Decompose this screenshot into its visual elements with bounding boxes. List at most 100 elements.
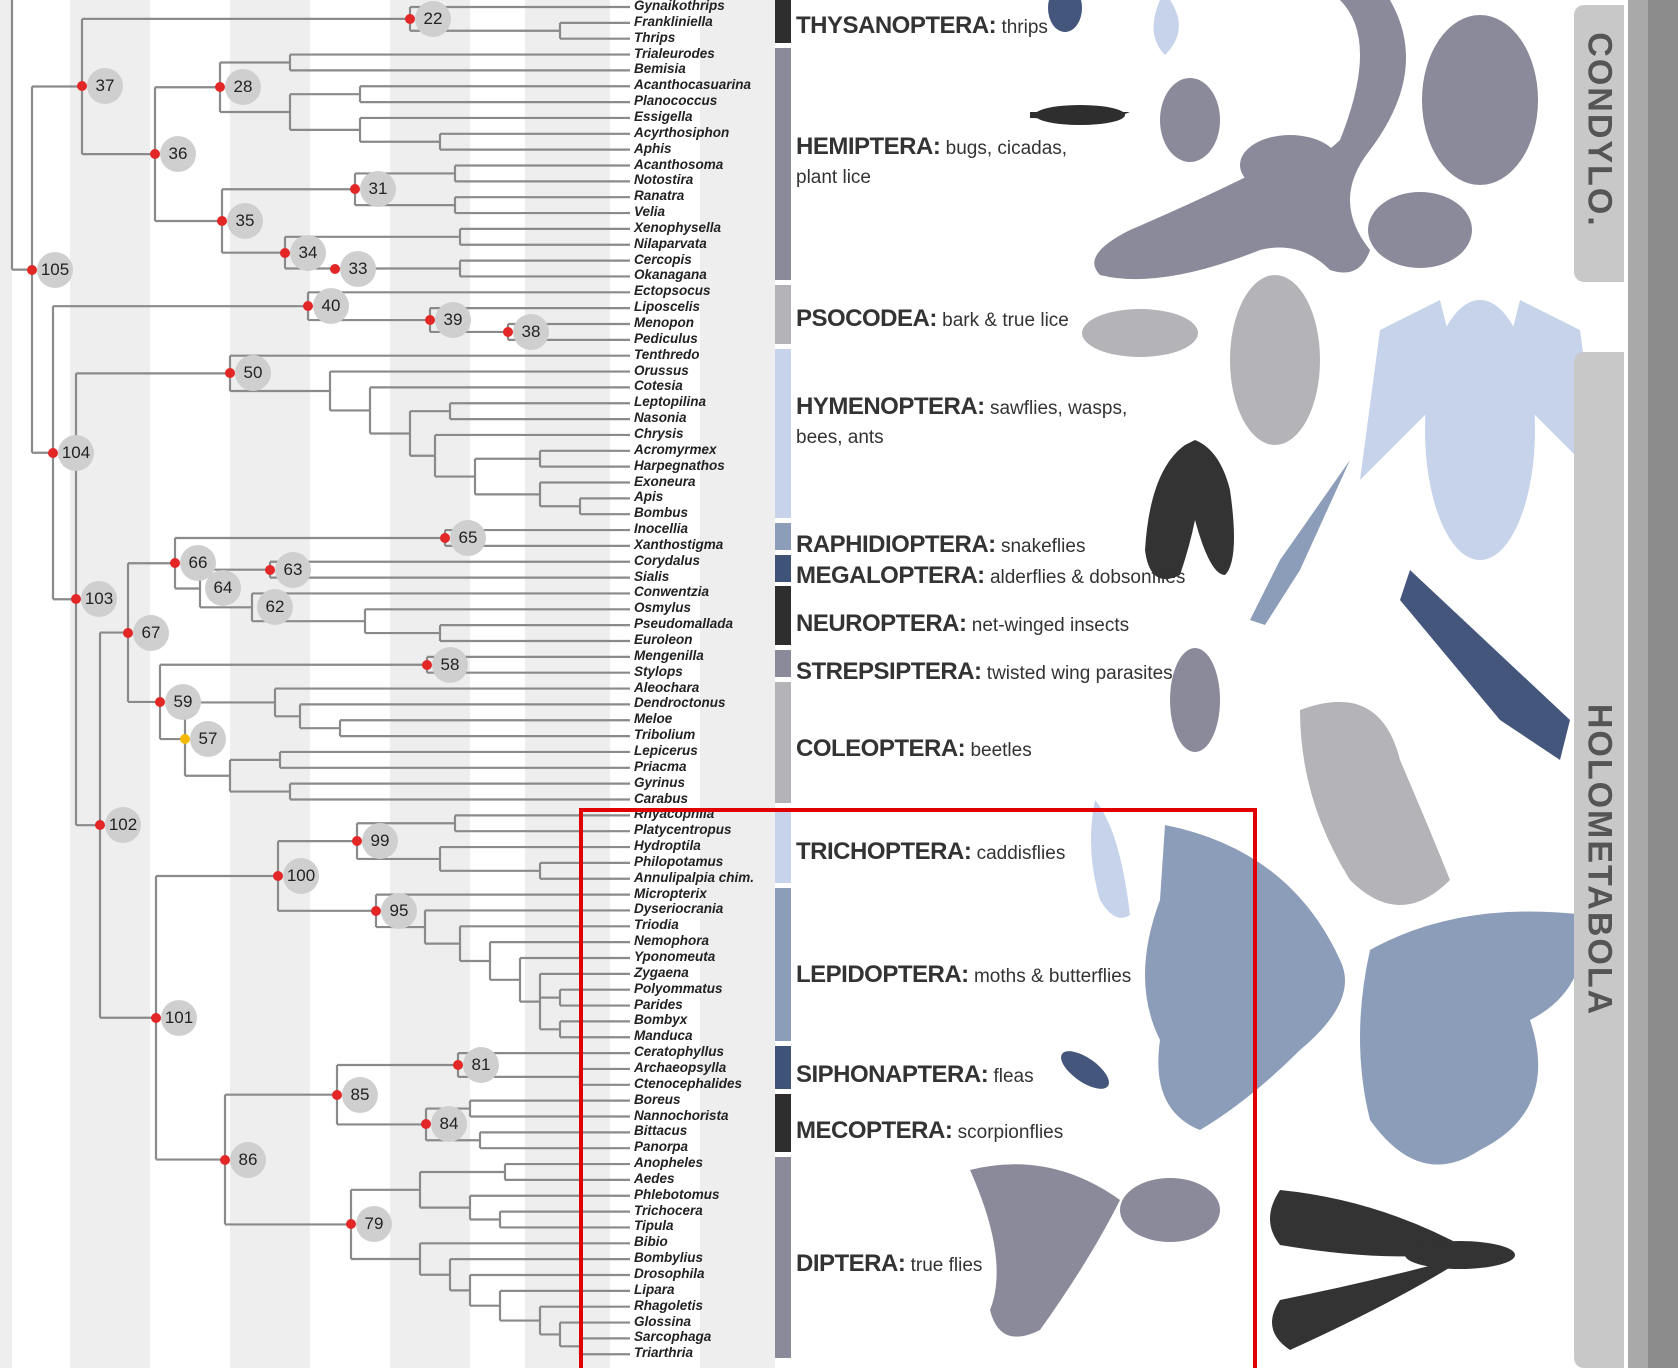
node-label: 35 [227,203,263,239]
taxon-label: Stylops [634,664,683,680]
taxon-label: Orussus [634,363,689,379]
superorder-label: HOLOMETABOLA [1580,704,1619,1016]
order-common-name: snakeflies [996,536,1086,557]
taxon-label: Bemisia [634,61,686,77]
node-label: 40 [313,288,349,324]
order-label: PSOCODEA: bark & true lice [796,305,1069,333]
taxon-label: Gynaikothrips [634,0,725,14]
node-label: 28 [225,69,261,105]
node-label: 31 [360,171,396,207]
order-label: RAPHIDIOPTERA: snakeflies [796,531,1085,559]
support-dot [371,906,381,916]
node-label: 99 [362,823,398,859]
order-bar [775,285,791,344]
taxon-label: Planococcus [634,93,717,109]
support-dot [27,265,37,275]
node-label: 36 [160,136,196,172]
support-dot [422,660,432,670]
order-label: HEMIPTERA: bugs, cicadas, plant lice [796,133,1067,189]
support-dot [405,14,415,24]
node-label: 39 [435,302,471,338]
taxon-label: Xanthostigma [634,537,723,553]
taxon-label: Xenophysella [634,220,721,236]
taxon-label: Sialis [634,569,669,585]
node-label: 59 [165,684,201,720]
support-dot [453,1060,463,1070]
taxon-label: Aphis [634,141,672,157]
taxon-label: Ectopsocus [634,283,711,299]
order-name: MEGALOPTERA: [796,562,985,589]
order-bar [775,586,791,645]
taxon-label: Bombus [634,505,688,521]
taxon-label: Corydalus [634,553,700,569]
order-bar [775,523,791,550]
order-common-name: net-winged insects [967,615,1130,636]
taxon-label: Dendroctonus [634,695,726,711]
taxon-label: Conwentzia [634,584,709,600]
node-label: 38 [513,314,549,350]
node-label: 81 [463,1047,499,1083]
order-bar [775,0,791,43]
node-label: 105 [37,252,73,288]
support-dot [440,533,450,543]
taxon-label: Frankliniella [634,14,713,30]
support-dot [151,1013,161,1023]
node-label: 103 [81,581,117,617]
order-name: COLEOPTERA: [796,735,965,762]
taxon-label: Mengenilla [634,648,704,664]
order-label: MEGALOPTERA: alderflies & dobsonflies [796,562,1185,590]
highlight-box [579,808,1257,1368]
node-label: 95 [381,893,417,929]
support-dot [330,264,340,274]
order-common-name: alderflies & dobsonflies [985,567,1186,588]
support-dot [155,697,165,707]
node-label: 100 [283,858,319,894]
taxon-label: Liposcelis [634,299,700,315]
node-label: 104 [58,435,94,471]
taxon-label: Acromyrmex [634,442,717,458]
order-name: STREPSIPTERA: [796,658,982,685]
node-label: 63 [275,552,311,588]
order-common-name-line2: plant lice [796,167,1067,189]
taxon-label: Euroleon [634,632,693,648]
node-label: 33 [340,251,376,287]
order-name: THYSANOPTERA: [796,12,996,39]
taxon-label: Aleochara [634,680,699,696]
node-label: 66 [180,545,216,581]
taxon-label: Priacma [634,759,687,775]
node-label: 58 [432,647,468,683]
order-name: PSOCODEA: [796,305,937,332]
order-common-name-line2: bees, ants [796,427,1127,449]
taxon-label: Velia [634,204,665,220]
order-common-name: bark & true lice [937,310,1069,331]
order-label: COLEOPTERA: beetles [796,735,1032,763]
order-label: STREPSIPTERA: twisted wing parasites [796,658,1173,686]
taxon-label: Acyrthosiphon [634,125,729,141]
taxon-label: Notostira [634,172,693,188]
taxon-label: Meloe [634,711,672,727]
support-dot [280,248,290,258]
order-name: HEMIPTERA: [796,133,940,160]
superorder-label: CONDYLO. [1580,32,1619,227]
taxon-label: Exoneura [634,474,696,490]
taxon-label: Okanagana [634,267,707,283]
support-dot [48,448,58,458]
taxon-label: Essigella [634,109,693,125]
support-dot [180,734,190,744]
order-common-name: bugs, cicadas, [940,138,1067,159]
taxon-label: Cotesia [634,378,683,394]
support-dot [265,565,275,575]
taxon-label: Harpegnathos [634,458,725,474]
order-common-name: beetles [965,740,1032,761]
taxon-label: Osmylus [634,600,691,616]
taxon-label: Ranatra [634,188,684,204]
taxon-label: Lepicerus [634,743,698,759]
taxon-label: Gyrinus [634,775,685,791]
taxon-label: Tenthredo [634,347,700,363]
order-name: HYMENOPTERA: [796,393,985,420]
order-label: THYSANOPTERA: thrips [796,12,1048,40]
taxon-label: Pediculus [634,331,698,347]
order-bar [775,349,791,519]
node-label: 34 [290,235,326,271]
